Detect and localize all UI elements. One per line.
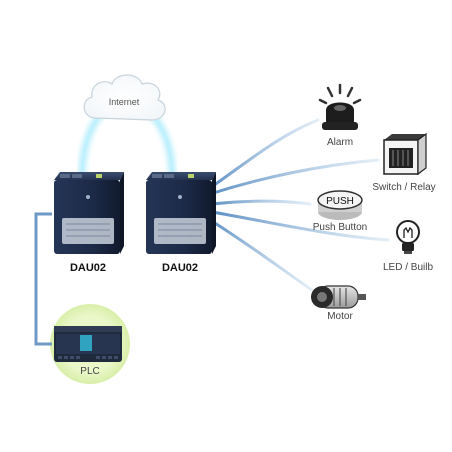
dau02-device-left bbox=[54, 172, 124, 254]
link-push bbox=[210, 199, 312, 206]
lightbulb-icon bbox=[396, 220, 420, 254]
alarm-label: Alarm bbox=[326, 137, 354, 148]
push-button-icon: PUSH bbox=[317, 190, 363, 220]
push-button-text: PUSH bbox=[326, 196, 354, 207]
link-led bbox=[210, 210, 390, 242]
endpoint-links bbox=[208, 118, 390, 292]
alarm-light-icon bbox=[318, 83, 362, 130]
relay-icon bbox=[383, 132, 427, 176]
link-relay bbox=[208, 158, 380, 196]
led-bulb-label: LED / Builb bbox=[382, 262, 434, 273]
link-alarm bbox=[208, 118, 320, 190]
relay-label: Switch / Relay bbox=[372, 182, 436, 193]
motor-label: Motor bbox=[327, 311, 353, 322]
link-plc bbox=[34, 212, 52, 346]
plc-label: PLC bbox=[80, 366, 100, 377]
link-motor bbox=[208, 218, 314, 292]
motor-icon bbox=[311, 285, 366, 309]
internet-cloud bbox=[83, 74, 166, 121]
dau02-label-left: DAU02 bbox=[69, 262, 107, 274]
cloud-links bbox=[78, 106, 176, 182]
plc-device bbox=[54, 326, 122, 362]
internet-label: Internet bbox=[108, 97, 140, 107]
dau02-label-right: DAU02 bbox=[161, 262, 199, 274]
push-button-label: Push Button bbox=[312, 222, 368, 233]
dau02-device-right bbox=[146, 172, 216, 254]
